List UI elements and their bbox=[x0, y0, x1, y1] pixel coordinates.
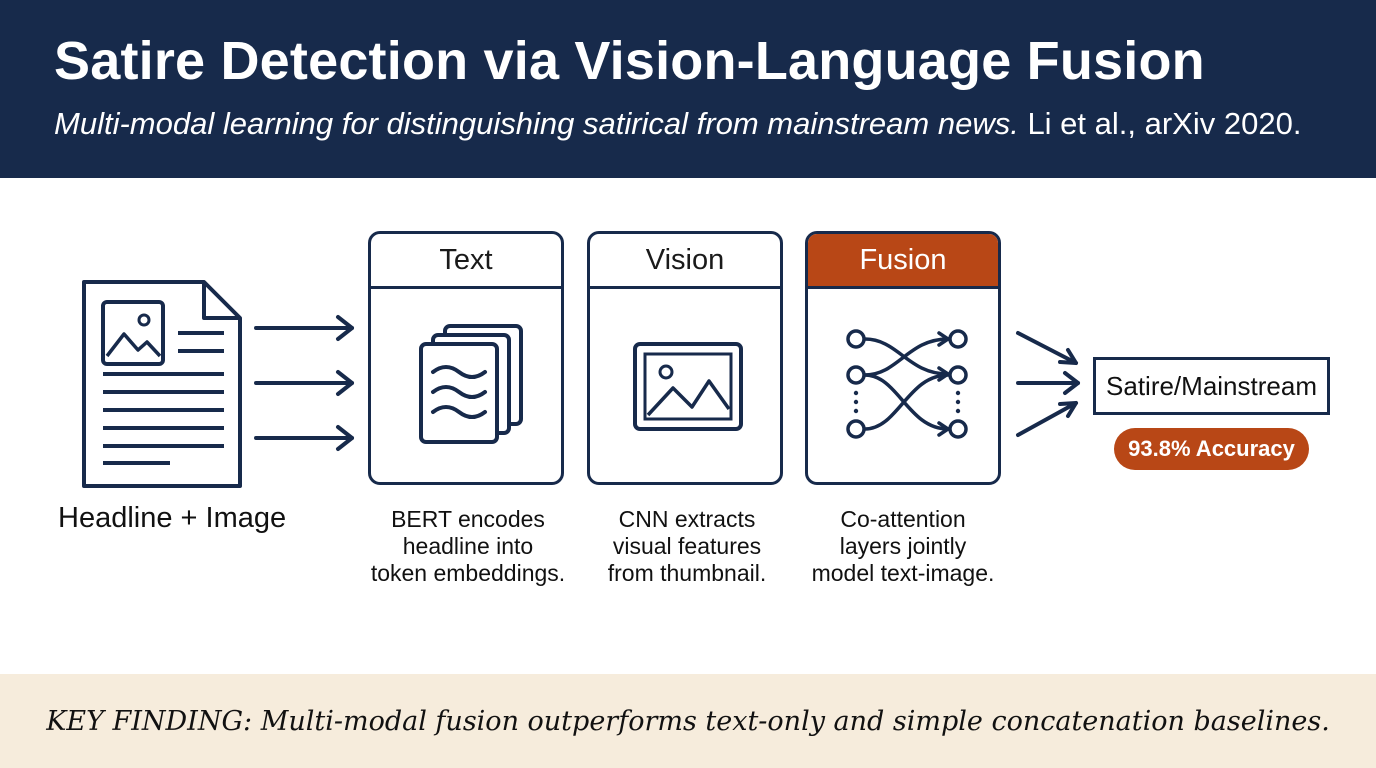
caption-line: model text-image. bbox=[811, 560, 995, 586]
stage-fusion-title: Fusion bbox=[808, 234, 998, 289]
image-icon bbox=[633, 342, 743, 431]
stage-text-title: Text bbox=[371, 234, 561, 289]
accuracy-badge: 93.8% Accuracy bbox=[1114, 428, 1309, 470]
footer-banner: KEY FINDING: Multi-modal fusion outperfo… bbox=[0, 674, 1376, 768]
header-banner: Satire Detection via Vision-Language Fus… bbox=[0, 0, 1376, 178]
caption-line: layers jointly bbox=[839, 533, 967, 559]
stage-vision-caption: CNN extracts visual features from thumbn… bbox=[577, 506, 797, 587]
input-arrows bbox=[254, 315, 354, 451]
caption-line: CNN extracts bbox=[618, 506, 756, 532]
stage-fusion-caption: Co-attention layers jointly model text-i… bbox=[793, 506, 1013, 587]
caption-line: Co-attention bbox=[840, 506, 966, 532]
input-label: Headline + Image bbox=[58, 502, 287, 534]
stage-vision-title: Vision bbox=[590, 234, 780, 289]
output-arrows bbox=[1016, 331, 1080, 437]
caption-line: token embeddings. bbox=[370, 560, 566, 586]
stage-text-caption: BERT encodes headline into token embeddi… bbox=[358, 506, 578, 587]
network-icon bbox=[846, 329, 968, 439]
stage-vision-panel: Vision bbox=[587, 231, 783, 485]
stacked-pages-icon bbox=[419, 324, 523, 444]
output-label: Satire/Mainstream bbox=[1093, 357, 1330, 415]
key-finding: KEY FINDING: Multi-modal fusion outperfo… bbox=[46, 705, 1330, 737]
caption-line: from thumbnail. bbox=[607, 560, 767, 586]
page-subtitle: Multi-modal learning for distinguishing … bbox=[54, 106, 1301, 142]
document-with-image-icon bbox=[82, 280, 242, 488]
stage-fusion-panel: Fusion bbox=[805, 231, 1001, 485]
subtitle-citation: Li et al., arXiv 2020. bbox=[1018, 106, 1302, 141]
stage-text-panel: Text bbox=[368, 231, 564, 485]
subtitle-description: Multi-modal learning for distinguishing … bbox=[54, 106, 1019, 141]
caption-line: visual features bbox=[612, 533, 762, 559]
page-title: Satire Detection via Vision-Language Fus… bbox=[54, 31, 1205, 91]
caption-line: BERT encodes bbox=[391, 506, 545, 532]
caption-line: headline into bbox=[402, 533, 534, 559]
